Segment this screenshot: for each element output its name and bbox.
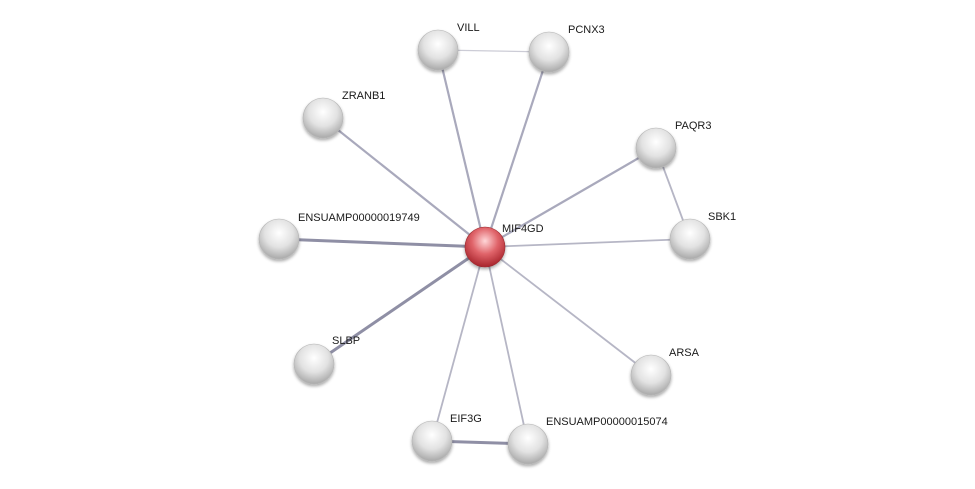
node-label: PAQR3	[675, 120, 711, 132]
node-eif3g[interactable]: EIF3G	[411, 413, 482, 462]
node-vill[interactable]: VILL	[417, 22, 480, 71]
edge-mif4gd-pcnx3[interactable]	[483, 51, 551, 248]
node-zranb1[interactable]: ZRANB1	[302, 90, 385, 139]
node-ball[interactable]	[302, 97, 344, 139]
node-label: ZRANB1	[342, 90, 385, 102]
node-ball[interactable]	[411, 420, 453, 462]
edge-mif4gd-eif3g[interactable]	[431, 246, 486, 442]
node-label: EIF3G	[450, 413, 482, 425]
node-label: ENSUAMP00000015074	[546, 416, 668, 428]
node-label: SLBP	[332, 335, 360, 347]
node-label: MIF4GD	[502, 223, 544, 235]
node-label: SBK1	[708, 211, 736, 223]
node-mif4gd[interactable]: MIF4GD	[464, 223, 544, 268]
node-ensuamp00000019749[interactable]: ENSUAMP00000019749	[258, 212, 420, 260]
node-ensuamp00000015074[interactable]: ENSUAMP00000015074	[507, 416, 668, 465]
edge-mif4gd-sbk1[interactable]	[484, 238, 691, 248]
node-ball[interactable]	[417, 29, 459, 71]
edge-mif4gd-ensuamp00000019749[interactable]	[278, 237, 486, 249]
edge-mif4gd-ensuamp00000015074[interactable]	[484, 246, 529, 445]
node-slbp[interactable]: SLBP	[293, 335, 360, 385]
edge-mif4gd-arsa[interactable]	[484, 246, 652, 376]
node-label: PCNX3	[568, 24, 605, 36]
node-label: ARSA	[669, 347, 700, 359]
node-pcnx3[interactable]: PCNX3	[528, 24, 605, 73]
edge-mif4gd-zranb1[interactable]	[322, 117, 486, 248]
node-ball[interactable]	[528, 31, 570, 73]
node-ball[interactable]	[464, 226, 506, 268]
node-label: VILL	[457, 22, 480, 34]
node-ball[interactable]	[635, 127, 677, 169]
node-arsa[interactable]: ARSA	[630, 347, 700, 396]
edge-mif4gd-slbp[interactable]	[313, 245, 486, 366]
edge-mif4gd-vill[interactable]	[436, 49, 487, 248]
node-sbk1[interactable]: SBK1	[669, 211, 736, 260]
node-ball[interactable]	[293, 343, 335, 385]
node-paqr3[interactable]: PAQR3	[635, 120, 711, 169]
node-label: ENSUAMP00000019749	[298, 212, 420, 224]
node-ball[interactable]	[258, 218, 300, 260]
node-ball[interactable]	[669, 218, 711, 260]
edge-mif4gd-paqr3[interactable]	[484, 147, 657, 248]
node-ball[interactable]	[507, 423, 549, 465]
node-ball[interactable]	[630, 354, 672, 396]
